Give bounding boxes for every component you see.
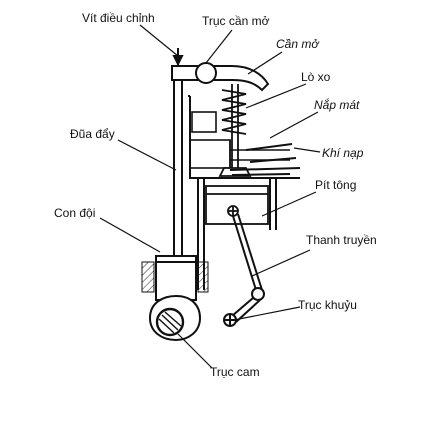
leader-thanh-truyen bbox=[251, 249, 311, 277]
label-dua-day: Đũa đẩy bbox=[70, 127, 115, 141]
tappet bbox=[155, 255, 197, 301]
label-khi-nap: Khí nạp bbox=[322, 146, 364, 160]
rocker-shaft-circle bbox=[195, 62, 217, 84]
valve-spring bbox=[221, 89, 247, 135]
leader-vit-dieu-chinh bbox=[139, 24, 179, 57]
label-nap-mat: Nắp mát bbox=[314, 98, 360, 112]
label-vit-dieu-chinh: Vít điều chỉnh bbox=[82, 11, 155, 25]
valve-guide bbox=[189, 111, 290, 169]
piston bbox=[205, 185, 269, 225]
leader-truc-cam bbox=[177, 333, 213, 369]
camshaft bbox=[148, 294, 202, 342]
label-pit-tong: Pít tông bbox=[315, 178, 357, 192]
cylinder-head bbox=[188, 95, 300, 179]
rocker-arm bbox=[171, 62, 270, 92]
intake-port bbox=[229, 143, 301, 176]
label-lo-xo: Lò xo bbox=[301, 70, 331, 84]
crankpin bbox=[251, 287, 265, 301]
leader-khi-nap bbox=[293, 147, 321, 153]
crankshaft bbox=[223, 297, 261, 327]
label-can-mo: Cần mở bbox=[276, 37, 319, 51]
connecting-rod bbox=[232, 213, 265, 301]
leader-con-doi bbox=[99, 217, 161, 253]
label-con-doi: Con đội bbox=[54, 206, 96, 220]
leader-nap-mat bbox=[269, 111, 319, 139]
label-truc-cam: Trục cam bbox=[210, 365, 260, 379]
leader-lo-xo bbox=[245, 83, 307, 109]
leader-lines bbox=[99, 24, 321, 369]
label-truc-can-mo: Trục cần mở bbox=[202, 14, 270, 28]
adjusting-screw bbox=[172, 48, 184, 67]
leader-truc-can-mo bbox=[205, 29, 233, 64]
label-truc-khuyu: Trục khuỷu bbox=[298, 298, 357, 312]
tappet-guide bbox=[141, 261, 209, 293]
label-thanh-truyen: Thanh truyền bbox=[306, 233, 377, 247]
leader-can-mo bbox=[247, 51, 283, 75]
leader-truc-khuyu bbox=[233, 306, 301, 321]
leader-pit-tong bbox=[261, 191, 317, 217]
leader-dua-day bbox=[117, 139, 177, 171]
